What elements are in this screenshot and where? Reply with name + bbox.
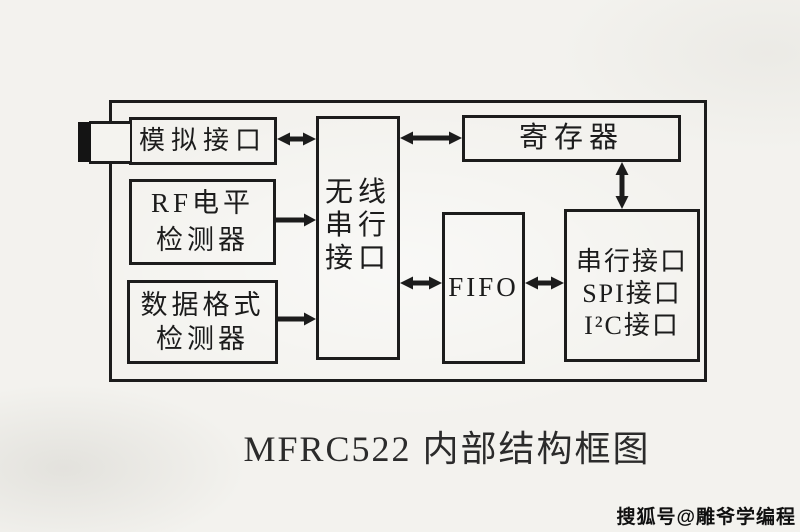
node-rf-level-detector-line1: RF电平 <box>150 188 255 218</box>
node-wireless-serial-line2: 串行 <box>324 209 391 241</box>
node-host-interface: 串行接口 SPI接口 I²C接口 <box>564 209 700 362</box>
node-wireless-serial-line1: 无线 <box>324 176 391 208</box>
node-rf-level-detector-line2: 检测器 <box>156 225 249 255</box>
arrow-wireless-fifo-bidirectional <box>400 276 442 290</box>
node-data-format-detector-line2: 检测器 <box>156 324 249 354</box>
arrow-fifo-host-bidirectional <box>525 276 564 290</box>
node-analog-interface: 模拟接口 <box>129 117 277 165</box>
node-fifo-buffer: FIFO <box>442 212 525 364</box>
node-data-format-detector: 数据格式 检测器 <box>127 280 278 364</box>
node-registers-label: 寄存器 <box>518 122 624 155</box>
antenna-connector <box>89 121 130 164</box>
node-data-format-detector-line1: 数据格式 <box>140 290 265 320</box>
arrow-wireless-registers-bidirectional <box>400 131 462 145</box>
antenna-pin-icon <box>78 122 91 162</box>
node-host-interface-line2: SPI接口 <box>582 278 682 308</box>
node-wireless-serial-interface: 无线 串行 接口 <box>316 116 400 360</box>
chip-boundary-box <box>109 100 707 382</box>
node-registers: 寄存器 <box>462 115 681 162</box>
node-fifo-label: FIFO <box>448 272 519 303</box>
node-host-interface-line1: 串行接口 <box>575 246 688 276</box>
arrow-dataformat-to-wireless <box>278 312 316 326</box>
diagram-caption: MFRC522 内部结构框图 <box>243 429 651 469</box>
node-analog-interface-label: 模拟接口 <box>138 125 267 155</box>
arrow-rf-to-wireless <box>276 213 316 227</box>
node-wireless-serial-line3: 接口 <box>324 242 391 274</box>
arrow-registers-host-bidirectional <box>615 162 629 209</box>
node-host-interface-line3: I²C接口 <box>584 310 680 340</box>
watermark-text: 搜狐号@雕爷学编程 <box>616 507 796 528</box>
node-rf-level-detector: RF电平 检测器 <box>129 179 276 265</box>
arrow-analog-wireless-bidirectional <box>277 132 316 146</box>
